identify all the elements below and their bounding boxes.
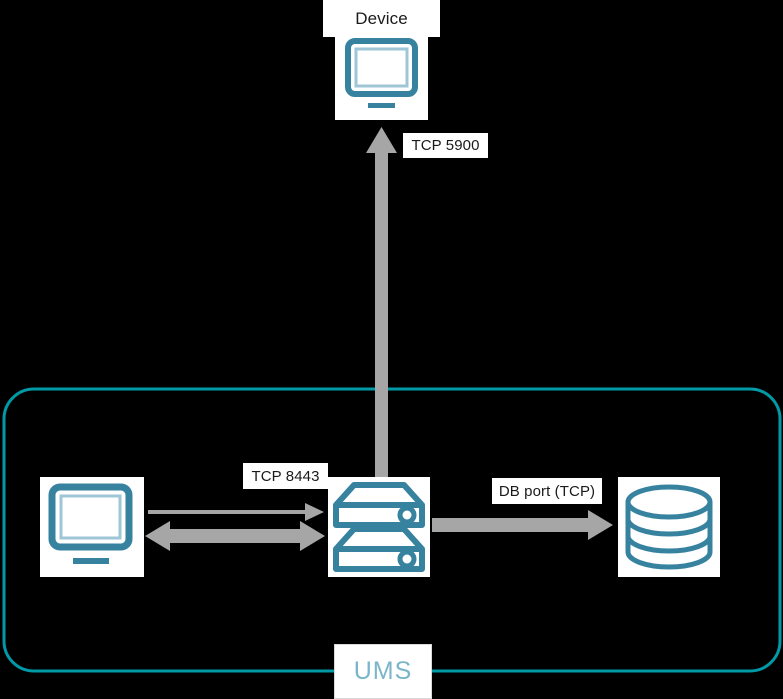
device-label: Device [323, 0, 440, 37]
ums-label: UMS [334, 644, 432, 699]
tcp-8443-label: TCP 8443 [243, 463, 328, 489]
db-port-label: DB port (TCP) [492, 478, 602, 504]
arrow-client-to-server-thin [148, 503, 324, 521]
arrow-client-to-server-bidirectional [145, 521, 325, 551]
arrow-server-to-device [366, 127, 397, 478]
tcp-5900-label: TCP 5900 [403, 133, 488, 158]
arrow-server-to-database [432, 510, 613, 540]
monitor-icon [48, 483, 133, 564]
monitor-icon [345, 38, 418, 108]
server-icon [333, 482, 425, 572]
database-icon [625, 484, 713, 570]
